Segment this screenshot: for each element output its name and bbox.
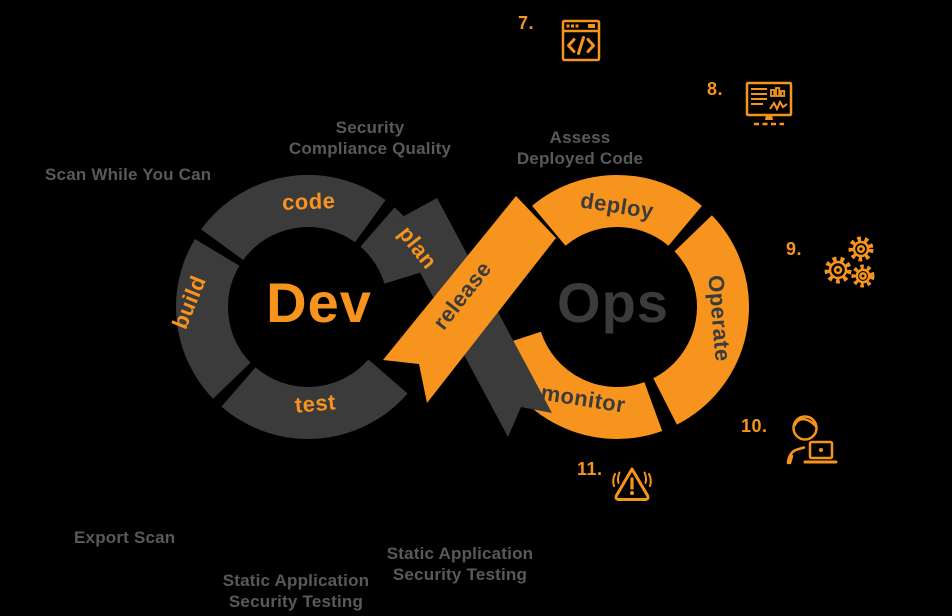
step-8-number: 8. bbox=[707, 79, 724, 99]
assess-line2: Deployed Code bbox=[516, 149, 644, 168]
code-window-icon bbox=[561, 19, 601, 62]
alert-triangle-icon bbox=[612, 467, 652, 501]
sast-left-line1: Static Application bbox=[222, 571, 370, 590]
step-10-number: 10. bbox=[741, 416, 768, 436]
step-9-number: 9. bbox=[786, 239, 803, 259]
gear-bottom bbox=[851, 264, 875, 288]
security-compliance-label: Security Compliance Quality bbox=[245, 117, 495, 159]
test-label: test bbox=[294, 389, 337, 418]
sast-right-line2: Security Testing bbox=[392, 565, 528, 584]
step-7-number: 7. bbox=[518, 13, 535, 33]
deploy-arc bbox=[532, 174, 702, 247]
assess-deployed-label: Assess Deployed Code bbox=[455, 127, 705, 169]
sast-left-line2: Security Testing bbox=[228, 592, 364, 611]
step-11-number: 11. bbox=[577, 459, 603, 479]
build-arc bbox=[176, 239, 252, 399]
test-arc bbox=[221, 358, 408, 439]
code-label: code bbox=[282, 188, 336, 215]
developer-laptop-icon bbox=[786, 415, 838, 465]
monitor-chart-icon bbox=[745, 81, 793, 126]
code-arc bbox=[201, 174, 386, 261]
sast-left-label: Static Application Security Testing bbox=[171, 570, 421, 612]
gear-large bbox=[824, 256, 852, 284]
operate-arc bbox=[652, 215, 749, 425]
assess-line1: Assess bbox=[549, 128, 611, 147]
security-line1: Security bbox=[335, 118, 405, 137]
release-ribbon bbox=[383, 196, 556, 403]
gears-icon bbox=[824, 236, 875, 288]
monitor-arc bbox=[491, 330, 663, 439]
sast-right-line1: Static Application bbox=[386, 544, 534, 563]
scan-while-you-can-label: Scan While You Can bbox=[45, 165, 212, 184]
ops-label: Ops bbox=[557, 271, 669, 334]
plan-arc bbox=[359, 207, 435, 285]
sast-right-label: Static Application Security Testing bbox=[335, 543, 585, 585]
security-line2: Compliance Quality bbox=[288, 139, 452, 158]
dev-label: Dev bbox=[266, 271, 372, 334]
export-scan-label: Export Scan bbox=[74, 528, 176, 547]
gear-top bbox=[848, 236, 874, 262]
